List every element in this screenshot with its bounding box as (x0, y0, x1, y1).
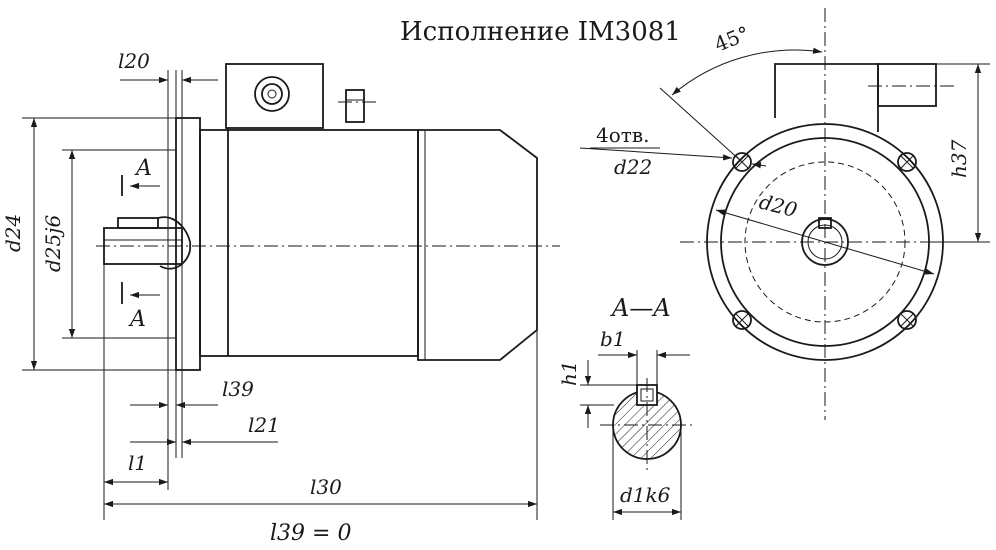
label-l39: l39 (222, 377, 254, 401)
flange-side (175, 117, 201, 371)
label-l1: l1 (128, 451, 147, 475)
motor-body (199, 129, 419, 357)
front-view (579, 8, 990, 420)
label-section-a-bottom: A (128, 307, 146, 332)
label-holes: 4отв. (596, 123, 649, 147)
label-l21: l21 (248, 413, 280, 437)
fan-cowl (417, 129, 538, 361)
label-l20: l20 (118, 49, 150, 73)
terminal-box-front (774, 63, 879, 132)
label-b1: b1 (600, 327, 626, 351)
label-d22: d22 (614, 155, 652, 179)
side-view (22, 63, 560, 520)
label-d20: d20 (757, 190, 800, 223)
label-h1: h1 (557, 360, 581, 386)
label-d25j6: d25j6 (41, 215, 65, 272)
label-angle: 45° (711, 21, 753, 57)
terminal-box (225, 63, 324, 129)
label-d24: d24 (1, 214, 25, 252)
label-d1k6: d1k6 (620, 483, 671, 507)
label-h37: h37 (947, 139, 971, 178)
label-l39-zero: l39 = 0 (270, 521, 351, 546)
label-l30: l30 (310, 475, 342, 499)
drawing-title: Исполнение IM3081 (400, 17, 681, 47)
section-a-a (580, 350, 694, 520)
label-section-a-top: A (134, 156, 152, 181)
terminal-plug (345, 89, 365, 123)
label-section-a-a: A—A (610, 294, 671, 322)
